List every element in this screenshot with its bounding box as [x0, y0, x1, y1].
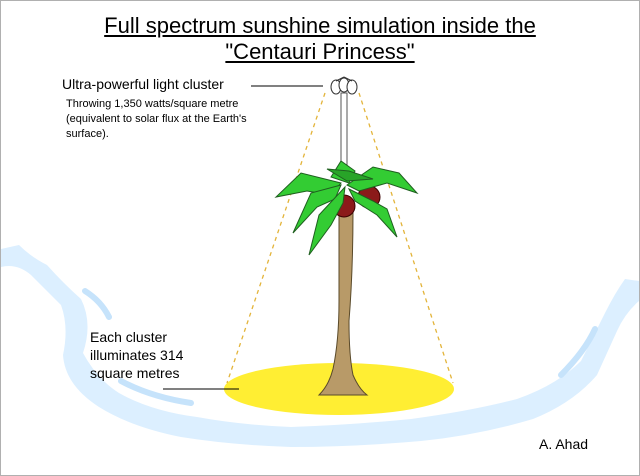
light-beam-left	[226, 92, 326, 384]
water-ripple	[82, 288, 598, 406]
light-cluster-label: Ultra-powerful light cluster	[62, 76, 224, 92]
diagram-title-line-1: Full spectrum sunshine simulation inside…	[104, 13, 536, 38]
light-cluster-description: Throwing 1,350 watts/square metre (equiv…	[66, 98, 247, 140]
illumination-area-label: Each cluster illuminates 314 square metr…	[90, 329, 184, 381]
author-credit: A. Ahad	[539, 436, 589, 452]
light-beam-right	[358, 92, 454, 384]
palm-tree-icon	[274, 160, 419, 396]
diagram-title-line-2: "Centauri Princess"	[225, 39, 415, 64]
light-cluster-icon	[330, 76, 358, 166]
